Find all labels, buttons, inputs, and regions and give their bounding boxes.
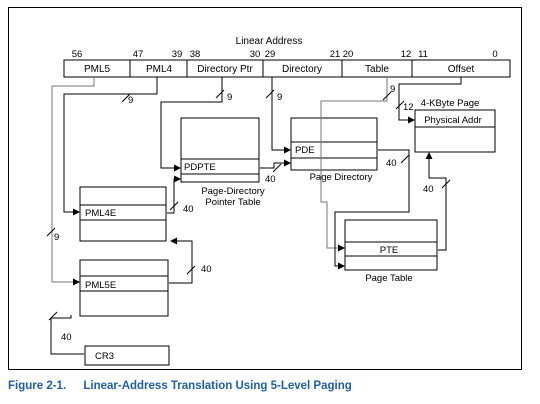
cr3-box	[84, 345, 170, 366]
bit-label: 38	[190, 49, 201, 60]
bit-label: 39	[172, 49, 183, 60]
field-directory-ptr: Directory Ptr	[197, 64, 253, 75]
cr3-slash	[48, 311, 58, 321]
pml4-index-slash	[121, 93, 131, 103]
pdpte-label: PDPTE	[184, 162, 216, 173]
bit-label: 20	[343, 49, 354, 60]
pde-slash	[400, 154, 410, 164]
paging-diagram: Linear Address 56 47 39 38 30 29 21 20 1…	[46, 36, 511, 366]
physical-addr-label: Physical Addr	[424, 115, 482, 126]
offset-line	[398, 77, 462, 124]
field-offset: Offset	[448, 64, 475, 75]
pml4e-slash	[169, 201, 179, 211]
cr3-label: CR3	[95, 351, 114, 362]
physical-page-box	[414, 109, 496, 153]
pte-line	[425, 152, 447, 251]
figure-caption: Figure 2-1. Linear-Address Translation U…	[8, 380, 352, 392]
pml5-index-line	[51, 77, 95, 286]
field-pml5: PML5	[84, 64, 111, 75]
page-4k-label: 4-KByte Page	[421, 98, 480, 109]
page-table-box	[344, 219, 438, 271]
page-table-caption: Page Table	[365, 273, 412, 284]
bit-label: 12	[401, 49, 412, 60]
pml4e-label: PML4E	[85, 208, 116, 219]
width-pte-addr: 40	[423, 184, 434, 195]
dir-index-line	[271, 77, 291, 154]
page-directory-box	[290, 117, 378, 171]
pdpt-caption-line2: Pointer Table	[205, 197, 260, 208]
pdpte-slash	[272, 163, 282, 173]
pml5e-line	[169, 237, 193, 284]
bit-label: 56	[72, 49, 83, 60]
width-pml5-idx: 9	[54, 232, 59, 243]
width-pde-addr: 40	[386, 158, 397, 169]
pdpt-caption-line1: Page-Directory	[201, 186, 265, 197]
width-pml4-idx: 9	[128, 95, 133, 106]
field-pml4: PML4	[146, 64, 173, 75]
dirptr-index-slash	[215, 89, 225, 99]
width-dir-idx: 9	[277, 92, 282, 103]
field-table: Table	[365, 64, 389, 75]
figure-frame: Linear Address 56 47 39 38 30 29 21 20 1…	[8, 7, 522, 370]
pde-line	[334, 149, 410, 270]
pml4-table-box	[79, 186, 167, 242]
width-pdpte-addr: 40	[265, 174, 276, 185]
width-offset: 12	[403, 102, 414, 113]
pml5e-label: PML5E	[85, 280, 116, 291]
bit-label: 0	[492, 49, 497, 60]
figure-title: Linear-Address Translation Using 5-Level…	[83, 380, 352, 392]
figure-number: Figure 2-1.	[8, 380, 67, 392]
bit-labels: 56 47 39 38 30 29 21 20 12 11 0	[72, 49, 498, 60]
bit-label: 29	[265, 49, 276, 60]
linear-address-title: Linear Address	[236, 36, 303, 47]
bit-label: 30	[250, 49, 261, 60]
pml5e-slash	[186, 265, 196, 275]
width-dirptr-idx: 9	[227, 92, 232, 103]
pml5-table-box	[79, 259, 169, 317]
width-cr3-addr: 40	[61, 332, 72, 343]
linear-address-register: PML5 PML4 Directory Ptr Directory Table …	[63, 59, 511, 78]
bit-label: 47	[133, 49, 144, 60]
offset-slash	[395, 100, 405, 110]
table-index-slash	[382, 91, 392, 101]
connectors	[46, 77, 462, 355]
pte-label: PTE	[380, 245, 398, 256]
pml4e-line	[167, 175, 181, 214]
dirptr-index-line	[160, 77, 223, 172]
field-directory: Directory	[282, 64, 322, 75]
dir-index-slash	[265, 89, 275, 99]
width-table-idx: 9	[390, 84, 395, 95]
pdpt-box	[180, 117, 260, 183]
pte-slash	[441, 179, 451, 189]
pdpte-line	[260, 159, 291, 169]
bit-label: 21	[330, 49, 341, 60]
pde-label: PDE	[295, 145, 315, 156]
bit-label: 11	[418, 49, 428, 60]
width-pml5e-addr: 40	[201, 264, 212, 275]
page-directory-caption: Page Directory	[310, 172, 373, 183]
table-index-line	[320, 77, 388, 252]
pml5-index-slash	[46, 227, 56, 237]
width-pml4e-addr: 40	[183, 204, 194, 215]
pml4-index-line	[63, 77, 158, 216]
